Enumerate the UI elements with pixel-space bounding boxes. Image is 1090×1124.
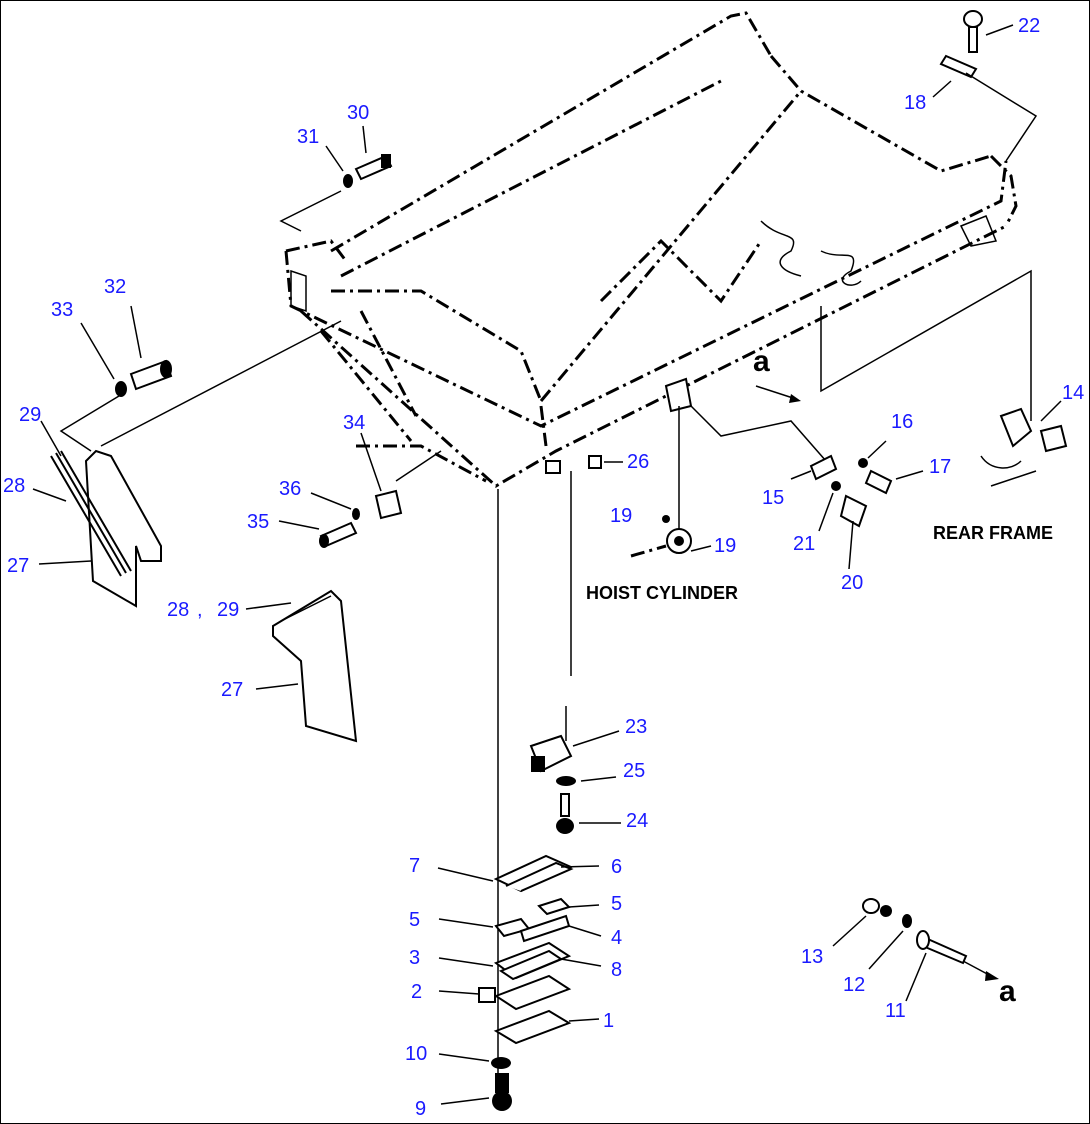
callout-18: 18 (904, 92, 926, 114)
callout-27-lower: 27 (221, 679, 243, 701)
callout-14: 14 (1062, 382, 1084, 404)
bolt-35 (319, 521, 358, 548)
callout-8: 8 (611, 959, 622, 981)
callout-15: 15 (762, 487, 784, 509)
bolt-24 (556, 793, 574, 834)
rear-frame-link (820, 269, 1068, 487)
callout-28: 28 (3, 475, 25, 497)
callout-30: 30 (347, 102, 369, 124)
callout-20: 20 (841, 572, 863, 594)
callout-25: 25 (623, 760, 645, 782)
callout-separator: , (197, 599, 203, 621)
pin-15 (809, 454, 838, 481)
callout-10: 10 (405, 1043, 427, 1065)
bolt-11 (916, 930, 968, 965)
callout-numbers: 22 18 30 31 32 33 29 28 27 34 36 35 26 1… (3, 15, 1084, 1120)
nut-13 (862, 898, 892, 917)
callout-13: 13 (801, 946, 823, 968)
callout-5-left: 5 (409, 909, 420, 931)
callout-19-top: 19 (610, 505, 632, 527)
callout-21: 21 (793, 533, 815, 555)
callout-36: 36 (279, 478, 301, 500)
callout-1: 1 (603, 1010, 614, 1032)
callout-34: 34 (343, 412, 365, 434)
washer-12 (902, 914, 912, 928)
bolt-30 (354, 154, 393, 181)
callout-11: 11 (885, 1000, 906, 1022)
callout-19-bottom: 19 (714, 535, 736, 557)
callout-23: 23 (625, 716, 647, 738)
callout-2: 2 (411, 981, 422, 1003)
callout-32: 32 (104, 276, 126, 298)
callout-35: 35 (247, 511, 269, 533)
callout-28-lower: 28 (167, 599, 189, 621)
washer-33 (115, 381, 127, 397)
callout-9: 9 (415, 1098, 426, 1120)
bolt-20 (839, 494, 868, 528)
callout-26: 26 (627, 451, 649, 473)
callout-22: 22 (1018, 15, 1040, 37)
callout-24: 24 (626, 810, 648, 832)
callout-31: 31 (297, 126, 319, 148)
washer-10 (491, 1057, 511, 1069)
ref-a-top-label: a (753, 345, 770, 378)
callout-12: 12 (843, 974, 865, 996)
ref-a-top (755, 385, 801, 403)
callout-16: 16 (891, 411, 913, 433)
washer-36 (352, 508, 360, 520)
callout-5-right: 5 (611, 893, 622, 915)
cylinder-eye (666, 528, 692, 554)
shim-stack (478, 854, 574, 1045)
hoist-cylinder-label: HOIST CYLINDER (586, 583, 738, 603)
ref-a-bottom-label: a (999, 975, 1016, 1008)
callout-33: 33 (51, 299, 73, 321)
plate-34 (374, 489, 403, 520)
callout-3: 3 (409, 947, 420, 969)
washer-31 (343, 174, 353, 188)
bolt-17 (864, 469, 893, 495)
rear-frame-label: REAR FRAME (933, 523, 1053, 543)
bolt-32 (129, 359, 173, 391)
dump-body-outline (284, 11, 1018, 488)
callout-29-lower: 29 (217, 599, 239, 621)
pin-22 (963, 10, 983, 53)
bolt-9 (492, 1073, 512, 1111)
mud-flap-right (272, 589, 358, 743)
callout-7: 7 (409, 855, 420, 877)
washer-25 (556, 776, 576, 786)
pad-26 (545, 455, 602, 474)
callout-4: 4 (611, 927, 622, 949)
mud-flap-left (50, 449, 162, 608)
callout-27: 27 (7, 555, 29, 577)
callout-17: 17 (929, 456, 951, 478)
bracket-23 (529, 734, 573, 773)
pin-18 (939, 54, 978, 79)
callout-6: 6 (611, 856, 622, 878)
callout-29: 29 (19, 404, 41, 426)
